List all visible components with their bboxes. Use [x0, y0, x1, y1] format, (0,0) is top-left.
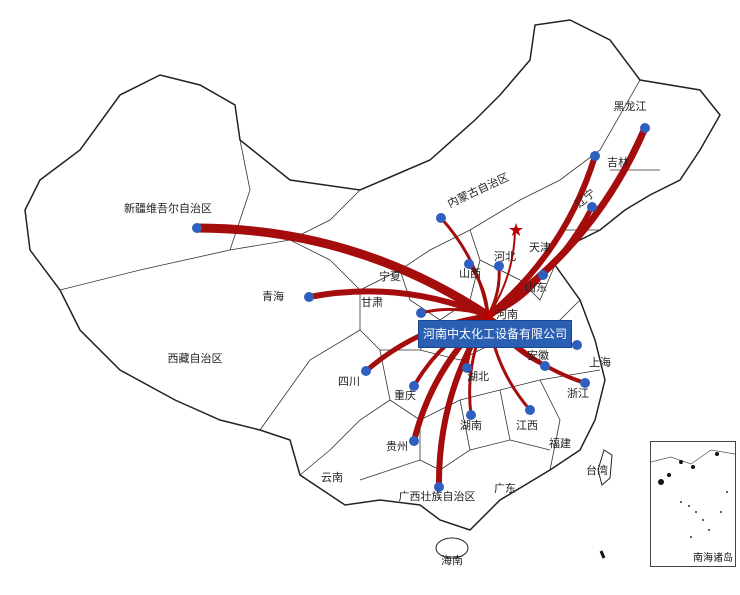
destination-dot-江西	[525, 405, 535, 415]
destination-dot-辽宁	[587, 202, 597, 212]
destination-dot-安徽	[540, 361, 550, 371]
province-label: 黑龙江	[613, 100, 647, 113]
province-label: 浙江	[567, 387, 589, 400]
route-新疆	[192, 223, 493, 321]
province-label: 广西壮族自治区	[398, 490, 476, 503]
inset-label: 南海诸岛	[693, 553, 733, 564]
destination-dot-重庆	[409, 381, 419, 391]
destination-dot-浙江	[580, 378, 590, 388]
province-label: 宁夏	[379, 270, 401, 283]
province-label: 甘肃	[361, 296, 383, 309]
province-label: 江西	[516, 419, 538, 432]
route-黑龙江	[484, 124, 649, 320]
province-label: 台湾	[586, 464, 608, 477]
destination-dot-贵州	[409, 436, 419, 446]
destination-dot-吉林	[590, 151, 600, 161]
hainan-island	[435, 537, 469, 559]
destination-dot-山东	[538, 270, 548, 280]
province-label: 吉林	[607, 156, 629, 169]
province-label: 四川	[338, 375, 360, 388]
company-label: 河南中太化工设备有限公司	[418, 320, 572, 348]
route-陕西	[419, 307, 490, 318]
province-label: 河南	[496, 308, 518, 321]
province-label: 贵州	[386, 440, 408, 453]
province-label: 天津	[529, 241, 551, 254]
china-outline	[24, 19, 721, 531]
province-label: 新疆维吾尔自治区	[124, 202, 212, 215]
destination-dot-四川	[361, 366, 371, 376]
island-mark	[599, 550, 606, 559]
province-label: 西藏自治区	[167, 352, 223, 365]
destination-dot-黑龙江	[640, 123, 650, 133]
province-label: 福建	[549, 437, 571, 450]
destination-dot-江苏	[572, 340, 582, 350]
province-label: 重庆	[394, 389, 416, 402]
south-china-sea-inset: 南海诸岛	[650, 441, 736, 567]
inset-map	[651, 449, 735, 538]
province-label: 安徽	[527, 349, 549, 362]
destination-dot-青海	[304, 292, 314, 302]
taiwan-island	[597, 449, 613, 486]
destination-dot-陕西	[416, 308, 426, 318]
province-label: 山东	[525, 281, 547, 294]
origin-dot	[483, 311, 493, 321]
province-label: 云南	[321, 471, 343, 484]
destination-dot-山西	[464, 259, 474, 269]
province-label: 河北	[494, 250, 516, 263]
destination-dot-内蒙古	[436, 213, 446, 223]
province-label: 山西	[459, 267, 481, 280]
province-label: 海南	[441, 554, 463, 567]
destination-dots	[192, 123, 650, 492]
province-label: 广东	[494, 482, 516, 495]
destination-dot-广西	[434, 482, 444, 492]
route-青海	[306, 288, 491, 319]
beijing-star-icon: ★	[508, 220, 524, 241]
province-label: 湖南	[460, 419, 482, 432]
destination-dot-湖北	[462, 363, 472, 373]
province-label: 上海	[589, 356, 611, 369]
destination-dot-河北	[494, 261, 504, 271]
province-label: 湖北	[467, 370, 489, 383]
province-label: 青海	[262, 290, 284, 303]
destination-dot-新疆	[192, 223, 202, 233]
destination-dot-湖南	[466, 410, 476, 420]
